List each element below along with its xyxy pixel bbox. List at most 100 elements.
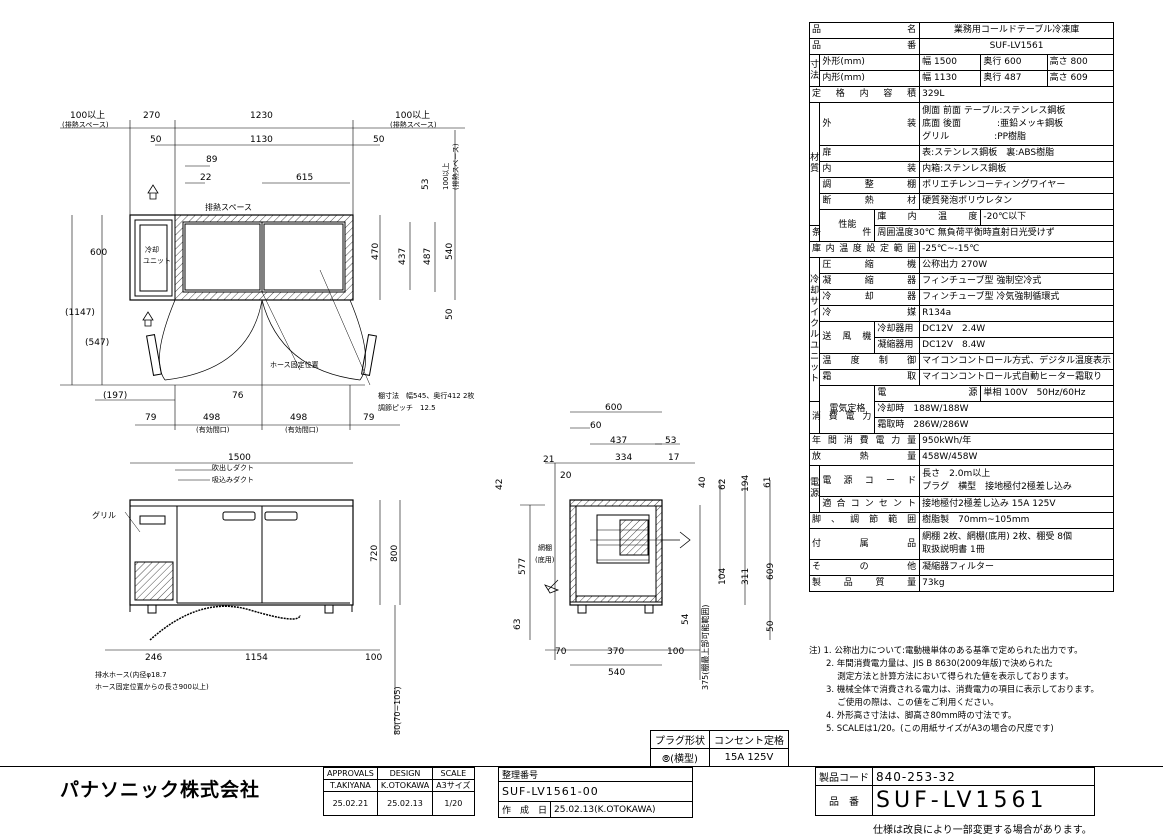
spec-label: 凝縮器用 [874, 337, 921, 354]
spec-value: 内箱:ステンレス鋼板 [919, 161, 1114, 178]
spec-label: 外 装 [819, 102, 921, 146]
dim-label: 1154 [245, 653, 268, 663]
spec-value: 950kWh/年 [919, 433, 1114, 450]
note-line: 4. 外形高さ寸法は、脚高さ80mm時の寸法です。 [809, 711, 1017, 721]
spec-value: 高さ 800 [1046, 54, 1115, 71]
spec-label: 条 件 [808, 225, 876, 242]
design-date: 25.02.13 [376, 791, 434, 816]
spec-label: 電 源 [874, 385, 982, 402]
spec-value: 取扱説明書 1冊 [922, 545, 985, 555]
dim-label: 498 [203, 413, 220, 423]
dim-label: (197) [103, 391, 127, 401]
spec-value: プラグ 横型 接地極付2極差し込み [922, 482, 1072, 492]
dim-label: 調節ピッチ 12.5 [378, 403, 436, 412]
spec-label: 冷 却 器 [819, 289, 921, 306]
paper-size: A3サイズ [432, 779, 475, 792]
spec-value: 霜取時 286W/286W [874, 417, 1114, 434]
dim-label: 334 [615, 453, 632, 463]
dim-label: 42 [495, 479, 505, 490]
spec-label: 放 熱 量 [808, 449, 921, 466]
title-block-rule [0, 766, 1163, 767]
spec-value: 側面 前面 テーブル:ステンレス鋼板 [922, 105, 1066, 116]
dim-label: 100以上 [441, 163, 450, 190]
dim-label: 21 [543, 455, 554, 465]
dim-label: 62 [718, 479, 728, 490]
design-label: DESIGN [376, 767, 434, 780]
top-view [60, 120, 465, 430]
spec-value: 幅 1500 [919, 54, 982, 71]
spec-label: 送 風 機 [819, 321, 876, 354]
dim-label: (排熱スペース) [62, 120, 109, 129]
dim-label: 540 [445, 243, 455, 260]
spec-value: 網棚 2枚、網棚(底用) 2枚、棚受 8個 [922, 532, 1072, 542]
dim-label: 600 [90, 248, 107, 258]
dim-label: (排熱スペース) [451, 143, 460, 190]
dim-label: 311 [741, 568, 751, 585]
dim-label: 50 [766, 620, 776, 632]
dim-label: 排熱スペース [205, 202, 252, 212]
dim-label: 470 [371, 243, 381, 260]
dim-label: 270 [143, 111, 160, 121]
spec-value: 458W/458W [919, 449, 1114, 466]
spec-label: 断 熱 材 [819, 193, 921, 210]
dim-label: 50 [373, 135, 385, 145]
dim-label: 79 [363, 413, 375, 423]
dim-label: グリル [92, 510, 116, 520]
side-view [520, 411, 771, 680]
spec-label: 庫内温度 [874, 209, 982, 226]
dim-label: 53 [665, 436, 676, 446]
dim-label: 487 [423, 248, 433, 265]
design-name: K.OTOKAWA [376, 779, 434, 792]
plug-rating: 15A 125V [709, 748, 789, 767]
spec-label: 製品質量 [808, 575, 921, 592]
dim-label: 194 [741, 475, 751, 492]
technical-drawing: 100以上 (排熱スペース) 270 1230 100以上 (排熱スペース) 5… [60, 110, 776, 735]
spec-label: 脚、調節範囲 [808, 512, 921, 529]
spec-value: マイコンコントロール式自動ヒーター霜取り [919, 369, 1114, 386]
scale-den: 20 [452, 799, 463, 808]
spec-value: 長さ 2.0m以上 [922, 469, 991, 479]
dim-label: 1500 [228, 453, 251, 463]
spec-value: 冷却時 188W/188W [874, 401, 1114, 418]
spec-value: 表:ステンレス鋼板 裏:ABS樹脂 [919, 145, 1114, 162]
spec-label: 内形(mm) [819, 70, 921, 87]
plug-table: プラグ形状コンセント定格 ⦾(横型)15A 125V [650, 730, 789, 767]
spec-group: 寸法 [808, 54, 821, 87]
spec-value: 業務用コールドテーブル冷凍庫 [919, 22, 1114, 39]
spec-group: 電源 [808, 465, 821, 513]
product-code: 840-253-32 [872, 767, 1095, 786]
spec-value: ポリエチレンコーティングワイヤー [919, 177, 1114, 194]
approvals-label: APPROVALS [323, 767, 378, 780]
dim-label: 20 [560, 471, 572, 481]
dim-label: 246 [145, 653, 162, 663]
spec-group: 冷却サイクルユニット [808, 257, 821, 402]
spec-label: 定格内容積 [808, 86, 921, 103]
spec-label: 冷却器用 [874, 321, 921, 338]
dim-label: 498 [290, 413, 307, 423]
spec-value: 奥行 487 [980, 70, 1048, 87]
approvals-date: 25.02.21 [323, 791, 378, 816]
note-line: 3. 機械全体で消費される電力は、消費電力の項目に表示しております。 [809, 685, 1099, 695]
dim-label: 437 [398, 248, 408, 265]
spec-value: 硬質発泡ポリウレタン [919, 193, 1114, 210]
company-name: パナソニック株式会社 [60, 779, 261, 801]
spec-value: マイコンコントロール方式、デジタル温度表示 [919, 353, 1114, 370]
note-line: 2. 年間消費電力量は、JIS B 8630(2009年版)で決められた [809, 659, 1053, 669]
spec-value: -25℃~-15℃ [919, 241, 1114, 258]
spec-label: 霜 取 [819, 369, 921, 386]
dim-label: 720 [370, 545, 380, 562]
spec-value: グリル :PP樹脂 [922, 131, 1027, 142]
spec-label: 庫内温度設定範囲 [808, 241, 921, 258]
spec-label: 凝 縮 器 [819, 273, 921, 290]
dim-label: 80(70~105) [393, 686, 402, 735]
dim-label: 100 [667, 647, 684, 657]
spec-label: 内 装 [819, 161, 921, 178]
dim-label: (有効間口) [196, 425, 230, 434]
spec-label: 品 番 [808, 38, 921, 55]
dim-label: (底用) [535, 555, 555, 564]
dim-label: 棚寸法 幅545、奥行412 2枚 [378, 391, 474, 400]
spec-value: 底面 後面 :亜鉛メッキ鋼板 [922, 118, 1064, 129]
spec-value: 奥行 600 [980, 54, 1048, 71]
drawing-no: SUF-LV1561-00 [497, 781, 694, 802]
